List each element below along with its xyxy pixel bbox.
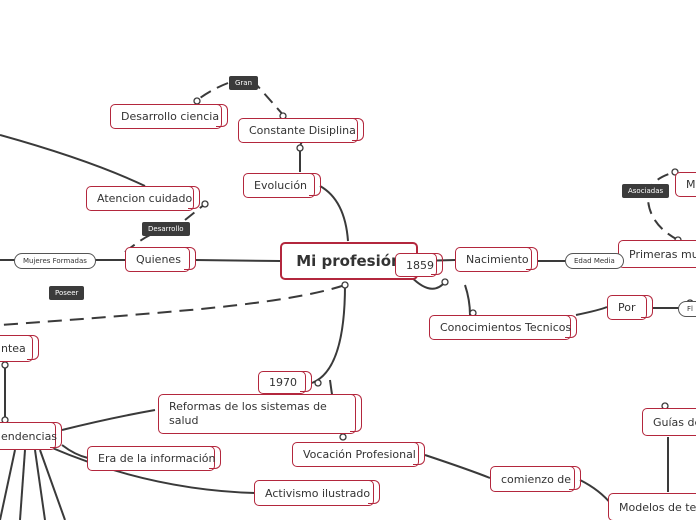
joint-dot bbox=[1, 361, 9, 369]
joint-dot bbox=[339, 433, 347, 441]
link-tend-down1 bbox=[0, 449, 16, 520]
tag-asociadas[interactable]: Asociadas bbox=[622, 184, 670, 198]
node-reformas[interactable]: Reformas de los sistemas de salud bbox=[158, 393, 362, 434]
link-tend-down3 bbox=[34, 449, 46, 520]
joint-dot bbox=[341, 281, 349, 289]
node-conocimientos-tecnicos[interactable]: Conocimientos Tecnicos bbox=[429, 314, 577, 340]
node-1970[interactable]: 1970 bbox=[258, 370, 312, 394]
node-modelos[interactable]: Modelos de teo bbox=[608, 493, 696, 520]
node-activismo[interactable]: Activismo ilustrado bbox=[254, 479, 380, 506]
joint-dot bbox=[201, 200, 209, 208]
node-nacimiento[interactable]: Nacimiento bbox=[455, 246, 538, 272]
link-1970 bbox=[311, 284, 346, 384]
link-evolucion bbox=[319, 185, 349, 242]
joint-dot bbox=[441, 278, 449, 286]
node-antea[interactable]: ntea bbox=[0, 334, 39, 362]
node-evolucion[interactable]: Evolución bbox=[243, 172, 321, 198]
link-atencion-left bbox=[0, 134, 146, 187]
node-quienes[interactable]: Quienes bbox=[125, 246, 196, 272]
node-constante-disciplina[interactable]: Constante Disiplina bbox=[238, 117, 364, 143]
joint-dot bbox=[296, 144, 304, 152]
link-constante-gran bbox=[254, 82, 286, 118]
link-1859-con bbox=[464, 284, 471, 316]
link-tend-activismo bbox=[49, 446, 256, 494]
node-m[interactable]: M bbox=[675, 172, 696, 197]
link-poseer bbox=[0, 284, 346, 326]
link-gran-desarrollo bbox=[195, 82, 229, 102]
tag-edad-media[interactable]: Edad Media bbox=[565, 253, 624, 269]
node-comienzo-de[interactable]: comienzo de bbox=[490, 465, 581, 492]
node-por[interactable]: Por bbox=[607, 294, 653, 320]
node-tendencias[interactable]: endencias bbox=[0, 421, 62, 450]
joint-dot bbox=[314, 379, 322, 387]
node-primeras-mujeres[interactable]: Primeras muj bbox=[618, 240, 696, 268]
node-desarrollo-ciencia[interactable]: Desarrollo ciencia bbox=[110, 103, 228, 129]
link-voc-comienzo bbox=[424, 454, 491, 479]
tag-poseer[interactable]: Poseer bbox=[49, 286, 85, 300]
link-tend-era bbox=[61, 444, 89, 459]
link-reformas-tend bbox=[61, 409, 156, 431]
link-tend-down2 bbox=[19, 449, 26, 520]
node-era-informacion[interactable]: Era de la información bbox=[87, 445, 221, 471]
link-tend-down4 bbox=[39, 449, 66, 520]
node-vocacion[interactable]: Vocación Profesional bbox=[292, 441, 425, 467]
node-1859[interactable]: 1859 bbox=[395, 252, 443, 277]
link-prim-m bbox=[646, 171, 679, 241]
tag-desarrollo[interactable]: Desarrollo bbox=[142, 222, 190, 236]
node-guias[interactable]: Guías de bbox=[642, 408, 696, 436]
link-quienes bbox=[194, 259, 281, 262]
node-atencion-cuidado[interactable]: Atencion cuidado bbox=[86, 185, 200, 211]
tag-gran[interactable]: Gran bbox=[229, 76, 259, 90]
link-con-por bbox=[575, 306, 608, 316]
tag-mujeres-formadas[interactable]: Mujeres Formadas bbox=[14, 253, 96, 269]
tag-fl[interactable]: Fl bbox=[678, 301, 696, 317]
